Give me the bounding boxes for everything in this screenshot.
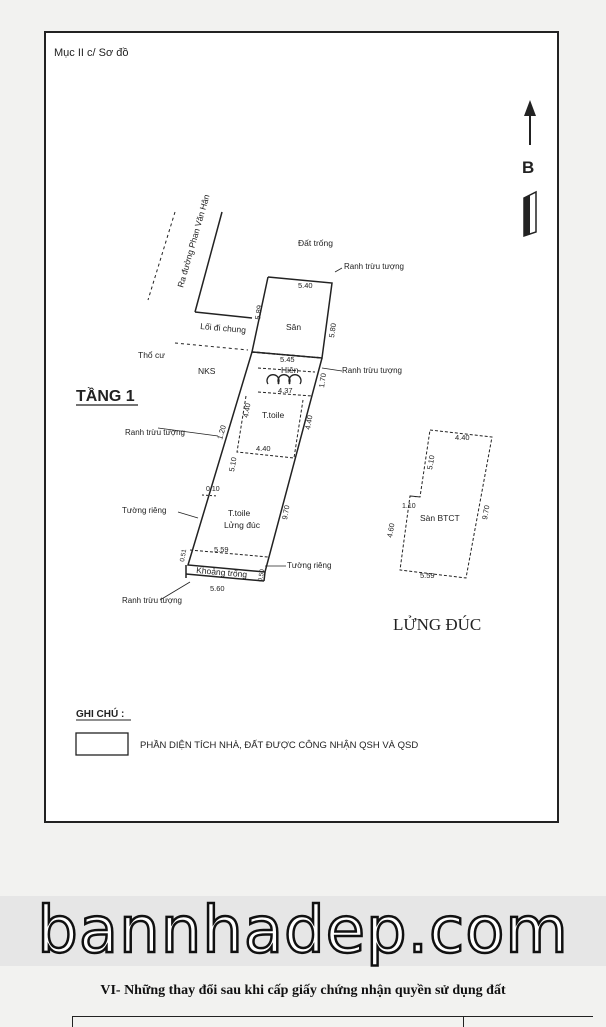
footer-title: VI- Những thay đổi sau khi cấp giấy chứn… — [100, 983, 506, 998]
boundary-top-label: Ranh trừu tượng — [344, 262, 404, 271]
mezz-dim-top: 4.40 — [455, 433, 470, 442]
watermark-text: bannhadep.com — [36, 893, 569, 970]
dim-left-510: 5.10 — [227, 456, 238, 472]
legend-swatch — [75, 732, 129, 756]
mezz-dim-left-460: 4.60 — [385, 522, 396, 538]
dim-yard-right: 5.80 — [327, 323, 338, 339]
dim-toilet-left: 4.40 — [241, 402, 252, 418]
private-wall-right-label: Tường riêng — [287, 561, 331, 570]
floor1-plan — [147, 211, 333, 582]
dim-porch-depth: 1.70 — [317, 373, 328, 389]
floor1-title: TẦNG 1 — [76, 386, 135, 405]
north-arrow-icon — [523, 100, 537, 238]
mezz-dim-left-510: 5.10 — [425, 454, 436, 470]
dim-side-051: 0.51 — [179, 548, 188, 562]
dim-left-120: 1.20 — [215, 424, 228, 441]
dim-bottom-559: 5.59 — [214, 545, 229, 554]
legend-text: PHẦN DIỆN TÍCH NHÀ, ĐẤT ĐƯỢC CÔNG NHẬN Q… — [140, 740, 418, 751]
section-heading: Mục II c/ Sơ đồ — [54, 47, 128, 59]
compass-letter: B — [522, 158, 534, 177]
dim-width-545: 5.45 — [280, 355, 295, 364]
nks-label: NKS — [198, 366, 216, 376]
mezz-dim-right: 9.70 — [480, 504, 491, 520]
mezz-slab-label: Sàn BTCT — [420, 513, 460, 523]
dim-bottom-560: 5.60 — [210, 584, 225, 593]
dim-toilet-right: 4.40 — [303, 414, 314, 430]
boundary-bottom-label: Ranh trừu tượng — [122, 596, 182, 605]
private-wall-left-label: Tường riêng — [122, 506, 166, 515]
common-path-label: Lối đi chung — [200, 321, 247, 335]
boundary-left-label: Ranh trừu tượng — [125, 428, 185, 437]
mezzanine-label: Lửng đúc — [224, 520, 261, 530]
porch-arcs-icon — [266, 374, 302, 385]
watermark-band — [0, 896, 606, 966]
dim-side-050: 0.50 — [257, 568, 266, 582]
dim-yard-left: 5.89 — [253, 305, 264, 321]
toilet-label: T.toile — [262, 410, 284, 420]
mezz-dim-gap: 1.10 — [402, 503, 416, 510]
paper-frame — [44, 31, 559, 823]
open-space-label: Khoảng trống — [196, 565, 248, 579]
mezz-dim-bottom: 5.59 — [420, 571, 435, 580]
dim-left-010: 0.10 — [206, 486, 220, 493]
residential-land-label: Thổ cư — [138, 350, 165, 360]
footer-table — [72, 1016, 593, 1027]
dim-right-970: 9.70 — [280, 504, 291, 520]
mezzanine-plan — [399, 429, 493, 579]
mezzanine-title: LỬNG ĐÚC — [393, 615, 481, 634]
boundary-mid-label: Ranh trừu tượng — [342, 366, 402, 375]
porch-label: Hiên — [281, 365, 299, 375]
dim-toilet-bottom: 4.40 — [256, 444, 271, 453]
dim-top: 5.40 — [298, 281, 313, 290]
toilet-mezz-label: T.toile — [228, 508, 250, 518]
dim-porch-width: 4.37 — [278, 386, 293, 395]
leader-lines — [157, 267, 343, 601]
empty-land-label: Đất trống — [298, 238, 333, 248]
legend-heading: GHI CHÚ : — [76, 707, 124, 720]
yard-label: Sân — [286, 322, 301, 332]
